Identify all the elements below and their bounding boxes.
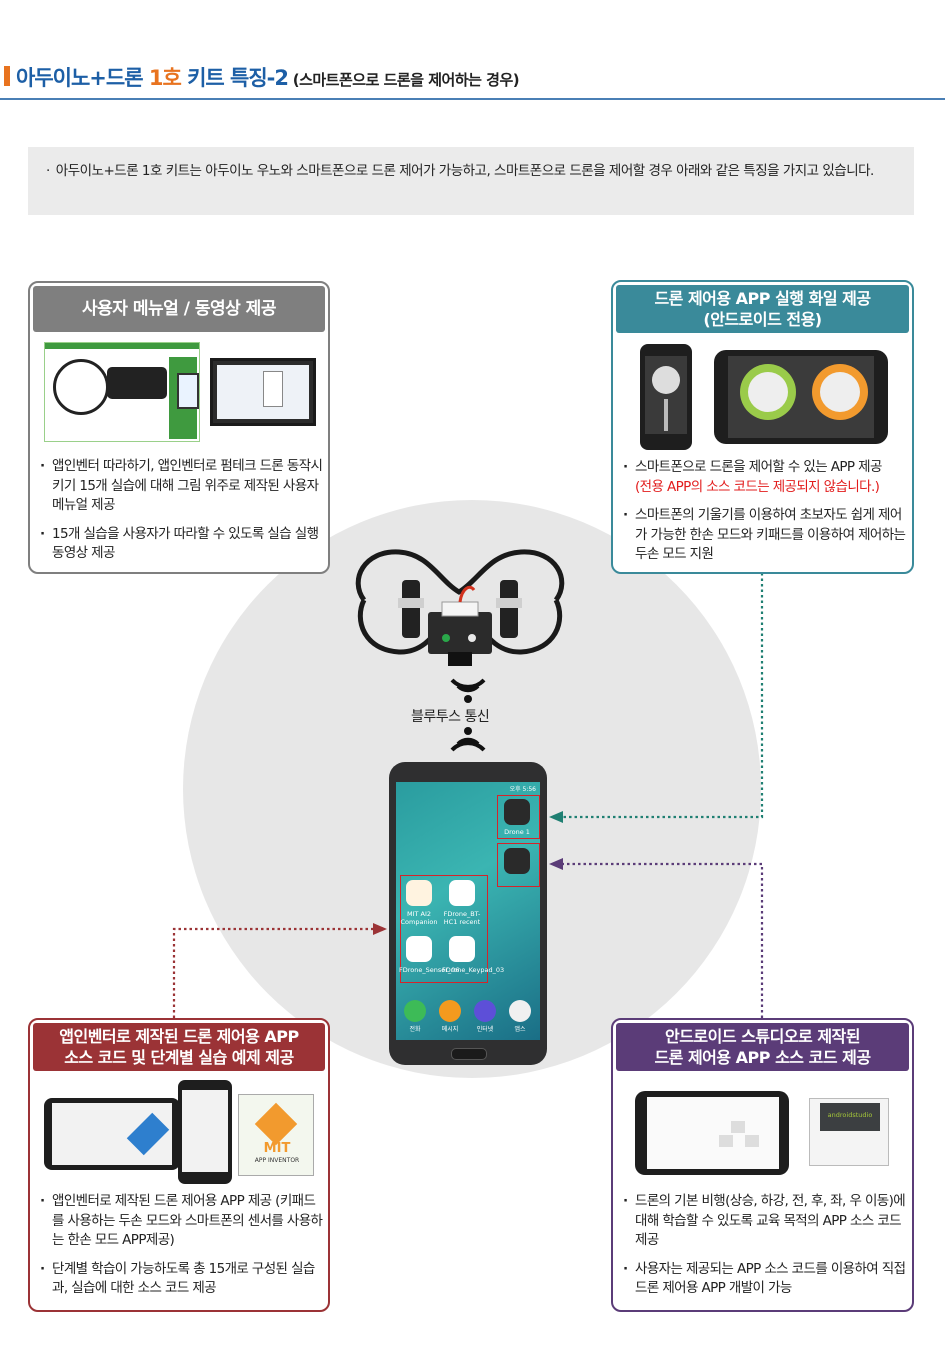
app-label: FDrone_BT-HC1 recent	[443, 910, 481, 926]
appinventor-title-line1: 앱인벤터로 제작된 드론 제어용 APP	[59, 1027, 299, 1046]
phone-app-icon[interactable]	[404, 1000, 426, 1022]
list-item: 스마트폰으로 드론을 제어할 수 있는 APP 제공 (전용 APP의 소스 코…	[621, 458, 909, 497]
app-title-line2: (안드로이드 전용)	[703, 310, 822, 329]
app-label: Drone 1	[504, 828, 530, 836]
page-subtitle: (스마트폰으로 드론을 제어하는 경우)	[288, 71, 520, 89]
android-studio-screenshot: androidstudio	[809, 1098, 889, 1166]
list-item: 드론의 기본 비행(상승, 하강, 전, 후, 좌, 우 이동)에 대해 학습할…	[621, 1192, 909, 1251]
video-thumbnail	[210, 358, 316, 426]
sensor-app-screenshot	[178, 1080, 232, 1184]
header-divider	[0, 98, 945, 100]
page-title: 아두이노+드론 1호 키트 특징-2 (스마트폰으로 드론을 제어하는 경우)	[16, 62, 520, 92]
drone-app2-icon[interactable]	[504, 848, 530, 874]
appinventor-apps-highlight	[400, 875, 488, 983]
mit-sub-label: APP INVENTOR	[254, 1157, 300, 1164]
keypad-app-screenshot	[44, 1098, 180, 1170]
list-item: 단계별 학습이 가능하도록 총 15개로 구성된 실습과, 실습에 대한 소스 …	[38, 1260, 326, 1299]
internet-app-icon[interactable]	[474, 1000, 496, 1022]
studio-box: 안드로이드 스튜디오로 제작된 드론 제어용 APP 소스 코드 제공 andr…	[611, 1018, 914, 1312]
app-box: 드론 제어용 APP 실행 화일 제공 (안드로이드 전용) 스마트폰으로 드론…	[611, 280, 914, 574]
app-label: FDrone_Keypad_03	[442, 966, 505, 974]
list-item: 사용자는 제공되는 APP 소스 코드를 이용하여 직접 드론 제어용 APP …	[621, 1260, 909, 1299]
app-item1-warning: (전용 APP의 소스 코드는 제공되지 않습니다.)	[635, 478, 880, 495]
manual-title: 사용자 메뉴얼 / 동영상 제공	[33, 286, 325, 332]
title-accent: 1호	[148, 66, 182, 90]
studio-title: 안드로이드 스튜디오로 제작된 드론 제어용 APP 소스 코드 제공	[616, 1023, 909, 1071]
fdrone-bt-icon[interactable]	[449, 880, 475, 906]
drone-app2-highlight	[497, 843, 540, 887]
app-list: 스마트폰으로 드론을 제어할 수 있는 APP 제공 (전용 APP의 소스 코…	[621, 458, 909, 574]
header-accent-bar	[4, 66, 10, 86]
app-title-line1: 드론 제어용 APP 실행 화일 제공	[654, 289, 871, 308]
app-item1-text: 스마트폰으로 드론을 제어할 수 있는 APP 제공	[635, 459, 882, 475]
message-app-icon[interactable]	[439, 1000, 461, 1022]
list-item: 앱인벤터 따라하기, 앱인벤터로 펌테크 드론 동작시키기 15개 실습에 대해…	[38, 457, 323, 516]
list-item: 앱인벤터로 제작된 드론 제어용 APP 제공 (키패드를 사용하는 두손 모드…	[38, 1192, 326, 1251]
studio-app-screenshot	[635, 1091, 789, 1175]
appinventor-title-line2: 소스 코드 및 단계별 실습 예제 제공	[64, 1048, 294, 1067]
mit-appinventor-logo: MIT APP INVENTOR	[238, 1094, 314, 1176]
home-button	[451, 1048, 487, 1060]
app-title: 드론 제어용 APP 실행 화일 제공 (안드로이드 전용)	[616, 285, 909, 333]
appinventor-box: 앱인벤터로 제작된 드론 제어용 APP 소스 코드 및 단계별 실습 예제 제…	[28, 1018, 330, 1312]
dock-label: 전화	[409, 1026, 421, 1033]
drone-app-icon[interactable]	[504, 799, 530, 825]
mit-companion-icon[interactable]	[406, 880, 432, 906]
manual-box: 사용자 메뉴얼 / 동영상 제공 앱인벤터 따라하기, 앱인벤터로 펌테크 드론…	[28, 281, 330, 574]
list-item: 스마트폰의 기울기를 이용하여 초보자도 쉽게 제어가 가능한 한손 모드와 키…	[621, 506, 909, 565]
drone-app-highlight	[497, 795, 540, 839]
fdrone-keypad-icon[interactable]	[449, 936, 475, 962]
studio-title-line1: 안드로이드 스튜디오로 제작된	[664, 1027, 861, 1046]
status-time: 오후 5:56	[509, 786, 536, 793]
app-label: FDrone_Sensor_06	[399, 966, 460, 974]
dock-label: 메시지	[441, 1026, 459, 1033]
signal-wave-top-icon	[450, 678, 486, 703]
intro-panel: · 아두이노+드론 1호 키트는 아두이노 우노와 스마트폰으로 드론 제어가 가…	[28, 147, 914, 215]
fdrone-sensor-icon[interactable]	[406, 936, 432, 962]
manual-page-thumbnail	[44, 342, 200, 442]
dock-label: 인터넷	[476, 1026, 494, 1033]
apps-grid-icon[interactable]	[509, 1000, 531, 1022]
drone-image	[355, 549, 565, 666]
title-rest: 키트 특징-2	[180, 66, 289, 90]
studio-list: 드론의 기본 비행(상승, 하강, 전, 후, 좌, 우 이동)에 대해 학습할…	[621, 1192, 909, 1308]
mit-label: MIT	[263, 1141, 291, 1156]
app-label: MIT AI2 Companion	[400, 910, 438, 926]
dock-label: 앱스	[514, 1026, 526, 1033]
studio-logo-label: androidstudio	[827, 1111, 873, 1119]
app-landscape-screenshot	[714, 350, 888, 444]
phone-screen: 오후 5:56 Drone 1 MIT AI2 Companion FDrone…	[396, 782, 540, 1040]
intro-text: 아두이노+드론 1호 키트는 아두이노 우노와 스마트폰으로 드론 제어가 가능…	[55, 163, 875, 179]
list-item: 15개 실습을 사용자가 따라할 수 있도록 실습 실행 동영상 제공	[38, 525, 323, 564]
studio-title-line2: 드론 제어용 APP 소스 코드 제공	[654, 1048, 871, 1067]
bluetooth-label: 블루투스 통신	[411, 709, 490, 725]
manual-list: 앱인벤터 따라하기, 앱인벤터로 펌테크 드론 동작시키기 15개 실습에 대해…	[38, 457, 323, 573]
appinventor-title: 앱인벤터로 제작된 드론 제어용 APP 소스 코드 및 단계별 실습 예제 제…	[33, 1023, 325, 1071]
title-main: 아두이노+드론	[16, 66, 149, 90]
bullet-dot: ·	[46, 163, 50, 179]
app-portrait-screenshot	[640, 344, 692, 450]
appinventor-list: 앱인벤터로 제작된 드론 제어용 APP 제공 (키패드를 사용하는 두손 모드…	[38, 1192, 326, 1308]
signal-wave-bottom-icon	[450, 727, 486, 752]
